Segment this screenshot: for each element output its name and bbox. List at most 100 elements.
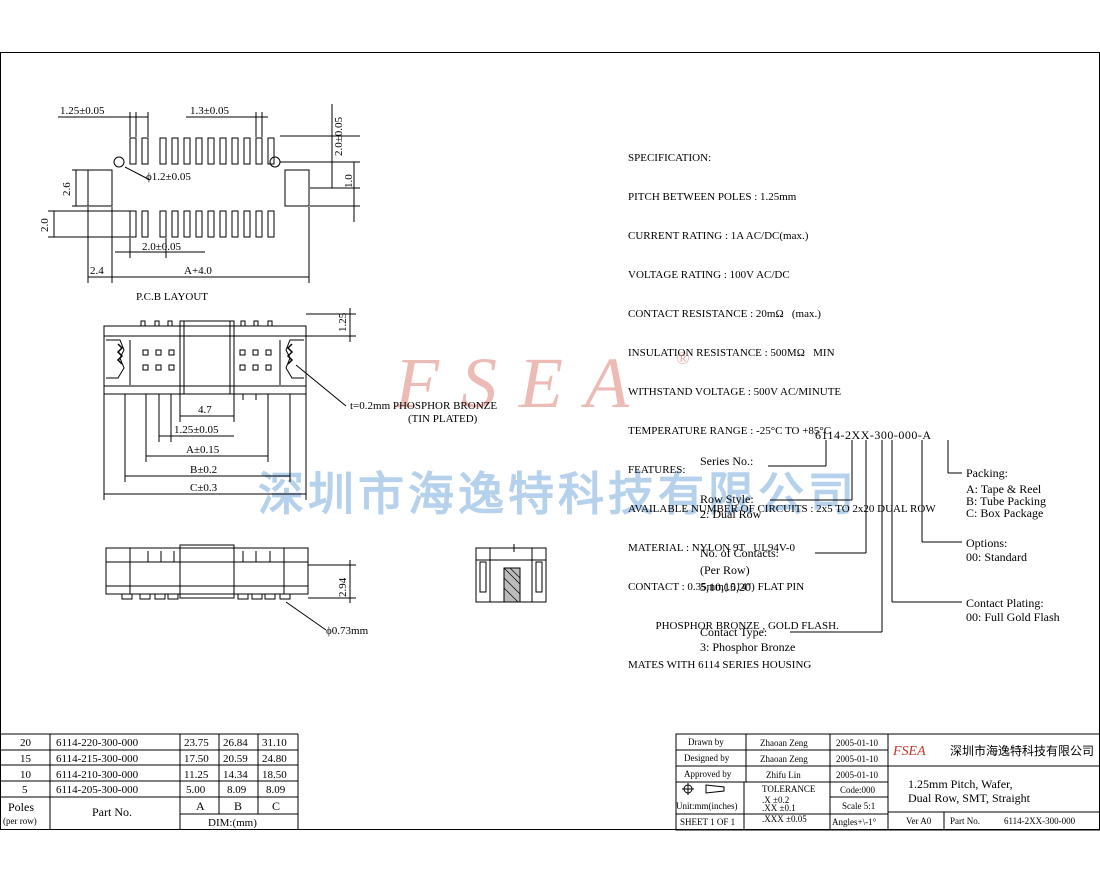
table-poles: 20 (20, 737, 32, 749)
tb-sheet: SHEET 1 OF 1 (680, 817, 735, 827)
table-header-poles: Poles (8, 800, 34, 814)
tb-scale: Scale 5:1 (842, 801, 875, 811)
table-header-b: B (234, 799, 242, 813)
watermark-brand: FSEA (395, 343, 651, 423)
per-row-label: (Per Row) (700, 563, 750, 577)
tb-tol-x: .X ±0.2 (762, 795, 789, 805)
tb-units: Unit:mm(inches) (676, 801, 738, 811)
table-a: 5.00 (186, 784, 206, 796)
options-value: 00: Standard (966, 550, 1027, 564)
tb-drawn-date: 2005-01-10 (836, 738, 878, 748)
spec-line: MATES WITH 6114 SERIES HOUSING (628, 659, 812, 671)
tb-code: Code:000 (840, 785, 875, 795)
tb-title-line2: Dual Row, SMT, Straight (908, 791, 1031, 805)
table-poles: 10 (20, 769, 32, 781)
table-a: 23.75 (184, 737, 209, 749)
dim-right-1: 1.0 (343, 174, 355, 188)
spec-line: WITHSTAND VOLTAGE : 500V AC/MINUTE (628, 386, 842, 398)
tb-drawn: Zhaoan Zeng (760, 738, 808, 748)
tb-drawn-label: Drawn by (688, 737, 724, 747)
contacts-label: No. of Contacts: (700, 546, 779, 560)
spec-line: CONTACT : 0.35mm(.014") FLAT PIN (628, 581, 805, 593)
row-style-label: Row Style: (700, 492, 754, 506)
options-label: Options: (966, 536, 1008, 550)
spec-line: AVAILABLE NUMBER OF CIRCUITS : 2x5 TO 2x… (628, 503, 936, 515)
table-header-part: Part No. (92, 805, 132, 819)
dim-hole: ϕ1.2±0.05 (146, 171, 191, 183)
table-part: 6114-210-300-000 (56, 769, 139, 781)
spec-line: TEMPERATURE RANGE : -25°C TO +85°C (628, 425, 832, 437)
table-part: 6114-215-300-000 (56, 753, 139, 765)
table-header-per-row: (per row) (3, 816, 37, 826)
table-header-dim: DIM:(mm) (208, 817, 257, 829)
end-view-drawing (475, 544, 547, 603)
table-c: 8.09 (266, 784, 286, 796)
tb-designed-date: 2005-01-10 (836, 754, 878, 764)
table-c: 31.10 (262, 737, 287, 749)
tb-ver: Ver A0 (906, 816, 932, 826)
table-part: 6114-220-300-000 (56, 737, 139, 749)
plating-label: Contact Plating: (966, 596, 1044, 610)
series-label: Series No.: (700, 454, 754, 468)
spec-line: PITCH BETWEEN POLES : 1.25mm (628, 191, 797, 203)
tb-approved: Zhifu Lin (766, 770, 801, 780)
contact-type-value: 3: Phosphor Bronze (700, 640, 796, 654)
packing-a: A: Tape & Reel (966, 482, 1042, 496)
spec-line: INSULATION RESISTANCE : 500MΩ MIN (628, 347, 835, 359)
spec-line: MATERIAL : NYLON 9T UL94V-0 (628, 542, 796, 554)
tb-tol-xxx: .XXX ±0.05 (762, 814, 807, 824)
part-code-leaders (768, 440, 962, 633)
dim-front-1-25: 1.25 (337, 312, 349, 332)
plating-value: 00: Full Gold Flash (966, 610, 1060, 624)
table-a: 17.50 (184, 753, 209, 765)
table-poles: 15 (20, 753, 32, 765)
dim-2-6: 2.6 (61, 182, 73, 196)
packing-label: Packing: (966, 466, 1008, 480)
pcb-layout-title: P.C.B LAYOUT (136, 291, 208, 303)
dim-4-7: 4.7 (198, 404, 212, 416)
table-header-c: C (272, 799, 280, 813)
table-b: 14.34 (223, 769, 248, 781)
dim-a: A±0.15 (186, 444, 220, 456)
side-view-drawing (105, 544, 356, 631)
tb-company: 深圳市海逸特科技有限公司 (950, 743, 1094, 758)
row-style-value: 2: Dual Row (700, 507, 762, 521)
table-b: 20.59 (223, 753, 248, 765)
table-a: 11.25 (184, 769, 209, 781)
tb-designed-label: Designed by (684, 753, 730, 763)
specification-block: SPECIFICATION: PITCH BETWEEN POLES : 1.2… (628, 126, 936, 685)
dim-pitch-left: 1.25±0.05 (60, 105, 105, 117)
dimension-table-grid (0, 733, 299, 829)
material-note: t=0.2mm PHOSPHOR BRONZE (350, 400, 497, 412)
table-b: 8.09 (227, 784, 247, 796)
front-view-drawing (103, 308, 356, 500)
pcb-layout-drawing (48, 104, 360, 283)
dim-b: B±0.2 (190, 464, 217, 476)
table-poles: 5 (22, 784, 28, 796)
packing-c: C: Box Package (966, 506, 1044, 520)
dim-2-4: 2.4 (90, 265, 104, 277)
title-block-grid (675, 733, 1100, 831)
tb-part: 6114-2XX-300-000 (1004, 816, 1076, 826)
spec-line: VOLTAGE RATING : 100V AC/DC (628, 269, 790, 281)
dim-pin-diameter: ϕ0.73mm (326, 625, 369, 637)
part-code: 6114-2XX-300-000-A (815, 428, 932, 442)
spec-line: SPECIFICATION: (628, 152, 712, 164)
watermark-registered-icon: ® (676, 348, 690, 368)
tb-tol-xx: .XX ±0.1 (762, 803, 796, 813)
tb-title-line1: 1.25mm Pitch, Wafer, (908, 777, 1013, 791)
contacts-value: 5,10,15,20 (700, 580, 751, 594)
table-b: 26.84 (223, 737, 248, 749)
tb-approved-date: 2005-01-10 (836, 770, 878, 780)
spec-line: CONTACT RESISTANCE : 20mΩ (max.) (628, 308, 821, 320)
tb-logo: FSEA (892, 744, 926, 759)
spec-line: PHOSPHOR BRONZE , GOLD FLASH. (628, 620, 839, 632)
dim-c: C±0.3 (190, 482, 218, 494)
contact-type-label: Contact Type: (700, 625, 768, 639)
tb-angles: Angles+\-1° (832, 817, 877, 827)
dim-front-pitch: 1.25±0.05 (174, 424, 219, 436)
dim-right-top: 2.0±0.05 (333, 116, 345, 156)
table-c: 24.80 (262, 753, 287, 765)
packing-b: B: Tube Packing (966, 494, 1047, 508)
